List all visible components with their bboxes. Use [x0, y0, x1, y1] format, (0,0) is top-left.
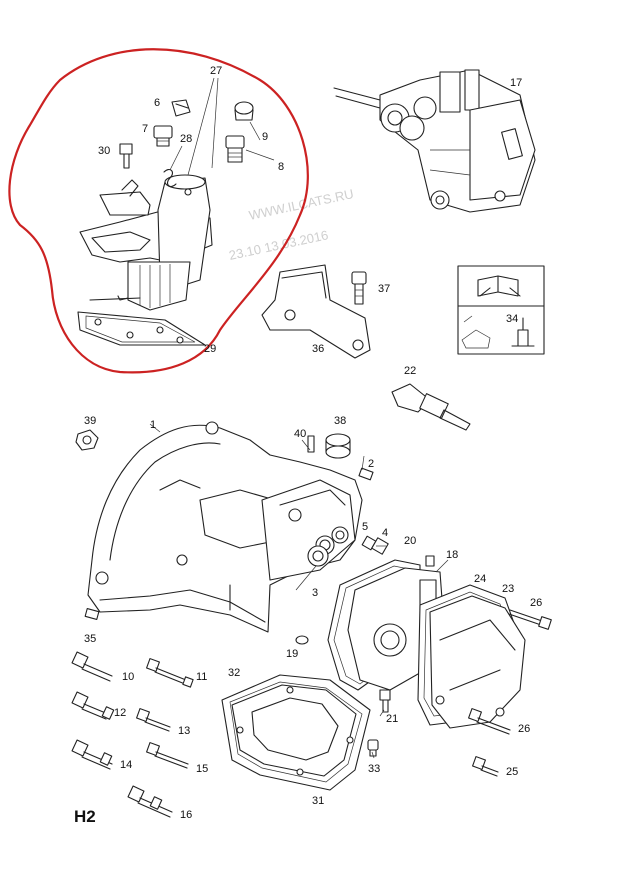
bolt-25[interactable] [472, 756, 499, 777]
callout-25: 25 [506, 766, 518, 778]
callout-4: 4 [382, 527, 388, 539]
oil-pan[interactable] [231, 684, 357, 777]
callout-13: 13 [178, 725, 190, 737]
callout-14: 14 [120, 759, 132, 771]
cap-9[interactable] [234, 101, 254, 121]
selector-housing[interactable] [79, 174, 213, 311]
sensor-22[interactable] [391, 383, 471, 431]
gear-assembly[interactable] [333, 69, 536, 213]
bolt-12[interactable] [71, 691, 115, 720]
bolt-21[interactable] [379, 689, 391, 713]
callout-labels: 27 6 9 7 28 8 30 29 17 37 36 34 22 39 1 … [84, 65, 542, 821]
callout-24: 24 [474, 573, 486, 585]
callout-36: 36 [312, 343, 324, 355]
callout-37: 37 [378, 283, 390, 295]
service-info-box [457, 265, 545, 355]
callout-8: 8 [278, 161, 284, 173]
highlight-outline [8, 48, 309, 374]
bolt-26a[interactable] [508, 609, 552, 630]
callout-11: 11 [196, 671, 207, 683]
cover-23[interactable] [429, 595, 526, 729]
gasket-29[interactable] [77, 311, 206, 346]
cap-6[interactable] [171, 99, 191, 117]
transmission-case[interactable] [87, 421, 363, 633]
callout-28: 28 [180, 133, 192, 145]
callout-34: 34 [506, 313, 518, 325]
callout-23: 23 [502, 583, 514, 595]
plug-4[interactable] [371, 537, 389, 555]
callout-21: 21 [386, 713, 398, 725]
bolt-26b[interactable] [468, 708, 511, 735]
sealant-34[interactable] [511, 317, 535, 347]
callout-17: 17 [510, 77, 522, 89]
bolt-16[interactable] [127, 785, 173, 818]
callout-6: 6 [154, 97, 160, 109]
switch-7[interactable] [153, 125, 173, 147]
callout-7: 7 [142, 123, 148, 135]
bearing-3[interactable] [307, 545, 329, 567]
pin-2[interactable] [358, 467, 374, 481]
callout-1: 1 [150, 419, 156, 431]
callout-15: 15 [196, 763, 208, 775]
callout-26a: 26 [530, 597, 542, 609]
callout-10: 10 [122, 671, 134, 683]
callout-31: 31 [312, 795, 324, 807]
clip-28[interactable] [163, 169, 177, 187]
callout-19: 19 [286, 648, 298, 660]
callout-9: 9 [262, 131, 268, 143]
bolt-15[interactable] [146, 742, 189, 769]
pin-35[interactable] [84, 608, 100, 620]
bush-38[interactable] [325, 433, 351, 459]
bolt-13[interactable] [136, 708, 171, 732]
pin-40[interactable] [307, 435, 315, 453]
callout-22: 22 [404, 365, 416, 377]
bracket-36[interactable] [261, 264, 371, 359]
callout-38: 38 [334, 415, 346, 427]
bolt-14[interactable] [71, 739, 113, 770]
watermark-date: 23.10 13.03.2016 [228, 227, 330, 263]
callout-5: 5 [362, 521, 368, 533]
callout-40: 40 [294, 428, 306, 440]
watermark-site: WWW.ILCATS.RU [248, 186, 355, 223]
callout-39: 39 [84, 415, 96, 427]
callout-27: 27 [210, 65, 222, 77]
plug-33[interactable] [367, 739, 379, 757]
callout-3: 3 [312, 587, 318, 599]
callout-26b: 26 [518, 723, 530, 735]
bolt-11[interactable] [146, 658, 194, 688]
sheet-code: H2 [74, 807, 96, 826]
plug-19[interactable] [295, 635, 309, 645]
callout-2: 2 [368, 458, 374, 470]
bolt-10[interactable] [71, 651, 113, 682]
callout-16: 16 [180, 809, 192, 821]
callout-20: 20 [404, 535, 416, 547]
callout-32: 32 [228, 667, 240, 679]
bolt-37[interactable] [351, 271, 367, 305]
callout-29: 29 [204, 343, 216, 355]
callout-12: 12 [114, 707, 126, 719]
callout-35: 35 [84, 633, 96, 645]
callout-18: 18 [446, 549, 458, 561]
switch-8[interactable] [225, 135, 245, 163]
nut-39[interactable] [75, 429, 99, 451]
callout-30: 30 [98, 145, 110, 157]
bolt-30[interactable] [119, 143, 133, 169]
leader-lines [149, 77, 449, 759]
callout-33: 33 [368, 763, 380, 775]
